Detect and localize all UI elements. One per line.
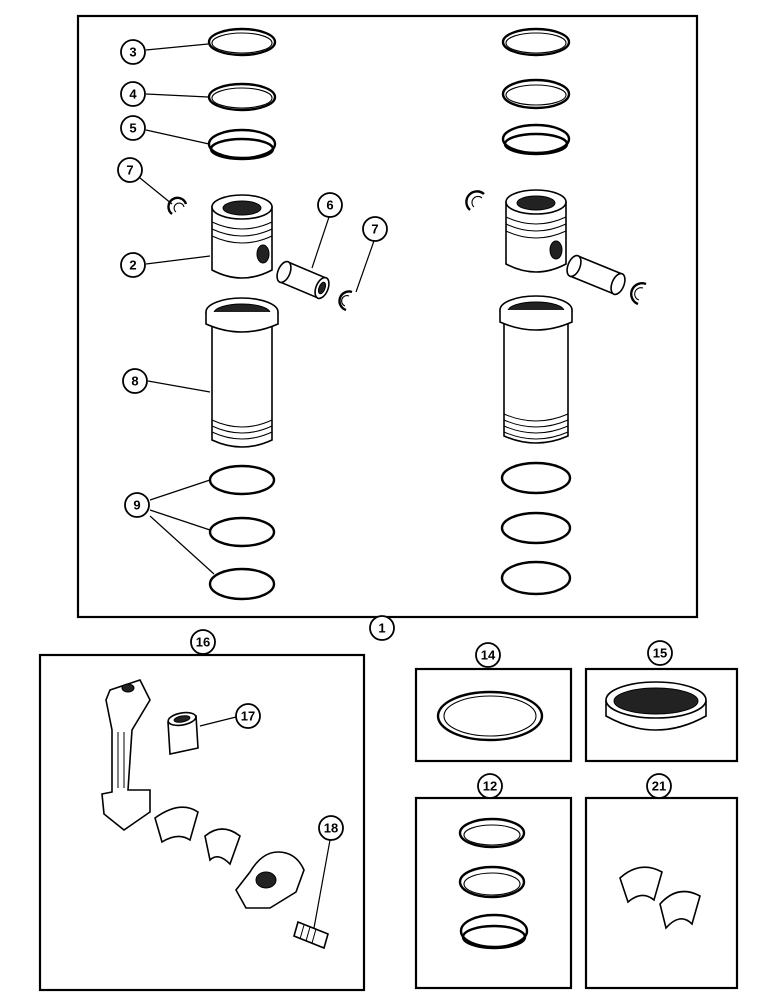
leader-9b [149, 509, 211, 531]
leader-7b [355, 237, 376, 293]
o-ring-icon [208, 464, 276, 496]
kit-frame-21 [584, 796, 739, 990]
svg-text:2: 2 [129, 258, 136, 273]
leader-8 [147, 380, 211, 393]
svg-text:3: 3 [129, 45, 136, 60]
piston-icon [505, 189, 567, 273]
leader-3 [145, 43, 209, 51]
callout-15: 15 [647, 640, 673, 666]
bearing-half-icon [659, 890, 701, 930]
bearing-half-icon [154, 806, 199, 844]
sleeve-ring-icon [436, 690, 544, 742]
leader-17 [199, 716, 237, 727]
bolt-icon [293, 920, 329, 950]
kit-frame-15 [584, 667, 739, 763]
snap-ring-icon [167, 196, 188, 215]
o-ring-icon [500, 511, 572, 545]
leader-7a [139, 177, 173, 205]
callout-9: 9 [124, 492, 150, 518]
piston-pin-icon [276, 260, 330, 300]
snap-ring-icon [630, 282, 647, 306]
o-ring-icon [500, 560, 572, 596]
leader-2 [145, 255, 211, 265]
piston-ring-icon [207, 82, 277, 112]
cylinder-sleeve-icon [499, 295, 573, 444]
piston-ring-icon [501, 27, 571, 57]
piston-ring-icon [458, 817, 526, 849]
leader-9a [149, 479, 211, 501]
kit-frame-main [76, 14, 699, 619]
svg-text:14: 14 [481, 648, 496, 663]
kit-frame-12 [414, 796, 573, 990]
callout-17: 17 [235, 703, 261, 729]
callout-6: 6 [317, 192, 343, 218]
callout-18: 18 [318, 815, 344, 841]
callout-14: 14 [475, 642, 501, 668]
svg-text:1: 1 [378, 621, 385, 636]
leader-6 [311, 216, 330, 269]
svg-text:8: 8 [131, 374, 138, 389]
svg-text:21: 21 [652, 779, 666, 794]
piston-ring-icon [458, 865, 526, 899]
svg-text:5: 5 [129, 121, 136, 136]
callout-1: 1 [369, 615, 395, 641]
o-ring-icon [208, 516, 276, 548]
bearing-half-icon [619, 866, 663, 904]
callout-5: 5 [120, 115, 146, 141]
callout-8: 8 [122, 368, 148, 394]
callout-4: 4 [120, 81, 146, 107]
svg-text:4: 4 [129, 87, 137, 102]
svg-text:17: 17 [241, 709, 255, 724]
snap-ring-icon [338, 290, 353, 312]
svg-text:6: 6 [326, 198, 333, 213]
callout-7-right: 7 [362, 216, 388, 242]
kit-frame-14 [414, 667, 573, 763]
piston-ring-icon [207, 27, 277, 57]
piston-ring-icon [501, 78, 571, 110]
snap-ring-icon [465, 190, 485, 211]
cylinder-sleeve-icon [205, 297, 279, 448]
svg-text:7: 7 [371, 222, 378, 237]
callout-2: 2 [120, 252, 146, 278]
callout-21: 21 [646, 773, 672, 799]
svg-text:15: 15 [653, 646, 667, 661]
callout-12: 12 [477, 773, 503, 799]
callout-16: 16 [190, 629, 216, 655]
leader-18 [313, 839, 331, 929]
svg-text:9: 9 [133, 498, 140, 513]
rod-cap-icon [235, 851, 305, 909]
bushing-icon [167, 711, 199, 755]
svg-text:7: 7 [126, 163, 133, 178]
leader-4 [145, 93, 209, 98]
leader-5 [145, 129, 210, 145]
bearing-half-icon [204, 828, 241, 866]
o-ring-icon [500, 461, 572, 495]
callout-3: 3 [120, 39, 146, 65]
svg-text:16: 16 [196, 635, 210, 650]
piston-ring-icon [501, 123, 571, 156]
svg-text:18: 18 [324, 821, 338, 836]
o-ring-icon [208, 567, 276, 601]
svg-text:12: 12 [483, 779, 497, 794]
callout-7-left: 7 [117, 157, 143, 183]
piston-ring-icon [459, 913, 529, 950]
leader-9c [149, 515, 215, 575]
piston-icon [211, 194, 273, 279]
kit-frame-connecting-rod [38, 653, 366, 992]
connecting-rod-icon [101, 679, 151, 831]
piston-ring-icon [207, 128, 277, 161]
piston-pin-icon [566, 254, 626, 296]
sleeve-ring-icon [605, 681, 707, 731]
